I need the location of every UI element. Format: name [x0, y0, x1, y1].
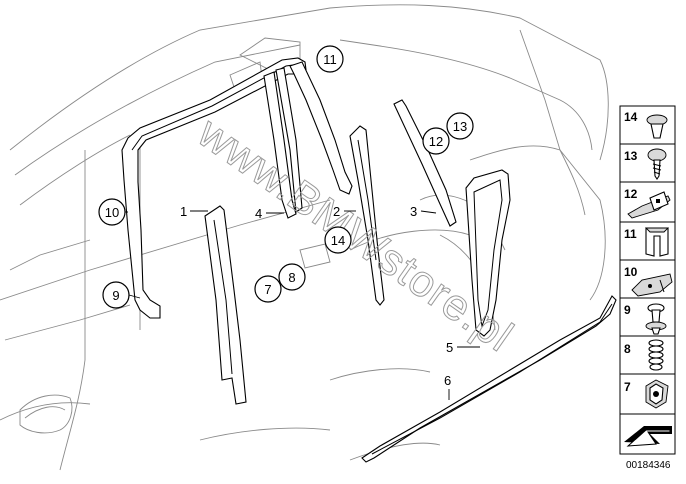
svg-text:7: 7: [264, 282, 271, 297]
legend-row-14: 14: [624, 110, 668, 139]
arrow-icon: [624, 426, 672, 447]
clip-icon: [646, 114, 668, 139]
callout-4: 4: [255, 206, 284, 221]
legend-row-arrow: [624, 426, 672, 447]
car-body-outline: [0, 4, 609, 471]
nut-clip-icon: [645, 379, 669, 409]
svg-text:8: 8: [288, 270, 295, 285]
svg-text:10: 10: [105, 205, 119, 220]
svg-text:9: 9: [624, 303, 631, 317]
callout-7: 7: [254, 275, 282, 303]
callout-11: 11: [316, 45, 344, 73]
svg-text:10: 10: [624, 265, 638, 279]
part-11-rear-frame-trim: [289, 61, 353, 195]
svg-text:14: 14: [624, 110, 638, 124]
callout-12: 12: [422, 127, 450, 155]
document-number: 00184346: [626, 460, 671, 471]
callout-9: 9: [102, 281, 141, 309]
callout-5: 5: [446, 340, 480, 355]
svg-text:11: 11: [323, 52, 337, 67]
part-4-channel-strip: [263, 67, 303, 219]
part-6-sill-strip: [361, 295, 617, 463]
svg-text:13: 13: [453, 119, 467, 134]
screw-icon: [647, 148, 667, 180]
svg-text:13: 13: [624, 149, 638, 163]
svg-text:11: 11: [624, 227, 637, 241]
svg-text:4: 4: [255, 206, 262, 221]
svg-text:7: 7: [624, 380, 631, 394]
svg-text:3: 3: [410, 204, 417, 219]
part-2-c-pillar-cover: [349, 125, 385, 306]
svg-text:6: 6: [444, 373, 451, 388]
callout-8: 8: [278, 263, 306, 291]
callout-10: 10: [98, 198, 128, 226]
svg-text:5: 5: [446, 340, 453, 355]
legend-row-11: 11: [624, 227, 670, 257]
expanding-rivet-icon: [645, 303, 667, 335]
svg-text:9: 9: [112, 288, 119, 303]
callout-2: 2: [333, 204, 356, 219]
plate-icon: [631, 273, 673, 297]
svg-text:1: 1: [180, 204, 187, 219]
parts-legend: 14 13 12 11: [619, 105, 676, 455]
svg-text:14: 14: [331, 233, 345, 248]
spring-nut-icon: [648, 339, 664, 371]
clamp-icon: [644, 227, 670, 257]
svg-text:8: 8: [624, 342, 631, 356]
part-5-quarter-window-frame: [465, 169, 511, 337]
callout-3: 3: [410, 204, 437, 219]
svg-text:12: 12: [624, 187, 638, 201]
callout-6: 6: [444, 373, 451, 400]
callout-14: 14: [324, 226, 352, 254]
svg-text:12: 12: [429, 134, 443, 149]
callout-13: 13: [446, 112, 474, 140]
legend-row-9: 9: [624, 303, 667, 335]
legend-row-8: 8: [624, 339, 664, 371]
bracket-icon: [627, 191, 671, 219]
legend-row-10: 10: [624, 265, 673, 297]
legend-row-7: 7: [624, 379, 669, 409]
callout-1: 1: [180, 204, 208, 219]
part-1-b-pillar-cover: [204, 205, 247, 405]
legend-row-13: 13: [624, 148, 667, 180]
legend-row-12: 12: [624, 187, 671, 219]
part-3-trim-strip: [393, 99, 457, 227]
svg-text:2: 2: [333, 204, 340, 219]
